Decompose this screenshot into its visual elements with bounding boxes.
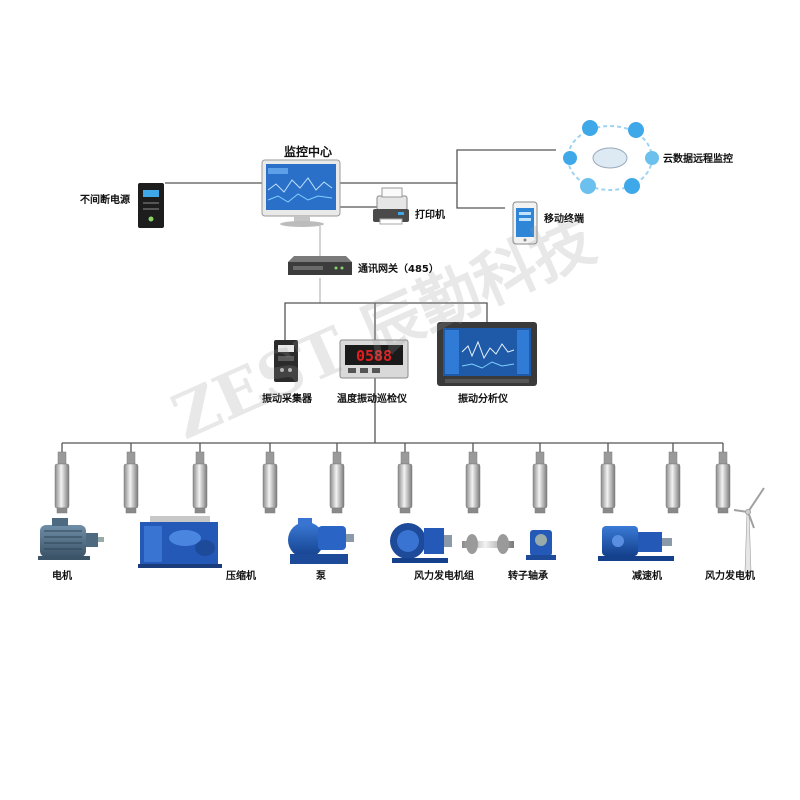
mobile-label: 移动终端	[544, 212, 584, 225]
instrument-label-inspector: 温度振动巡检仪	[337, 392, 408, 405]
analyzer-device	[437, 322, 537, 386]
sensor-2	[123, 451, 139, 514]
sensor-1	[54, 451, 70, 514]
mobile-device	[512, 201, 538, 245]
line-branch-mobile	[456, 183, 505, 209]
inspector-led-display: 0588	[356, 347, 392, 365]
wind-turbine-image	[733, 487, 765, 573]
sensor-5	[329, 451, 345, 514]
printer-device	[373, 187, 409, 225]
vibration-sensors	[54, 451, 731, 514]
collector-device	[274, 340, 298, 382]
wind-generator-set-image	[390, 523, 452, 563]
printer-label: 打印机	[415, 208, 445, 221]
monitoring-center-label: 监控中心	[284, 144, 332, 159]
connection-lines	[61, 149, 724, 452]
rotor-bearing-image	[462, 530, 556, 560]
equipment-label-reducer: 减速机	[632, 569, 662, 582]
sensor-10	[665, 451, 681, 514]
line-instrument-bus	[284, 302, 488, 340]
sensor-11	[715, 451, 731, 514]
watermark: ZEST 辰勤科技	[161, 203, 605, 454]
sensor-drops	[61, 443, 724, 452]
cloud-label: 云数据远程监控	[663, 152, 733, 165]
sensor-4	[262, 451, 278, 514]
equipment-label-wind-generator-set: 风力发电机组	[414, 569, 474, 582]
instrument-label-analyzer: 振动分析仪	[458, 392, 509, 405]
ups-label: 不间断电源	[80, 193, 130, 206]
motor-image	[38, 518, 104, 560]
ups-device	[138, 183, 164, 228]
equipment-label-wind-turbine: 风力发电机	[705, 569, 755, 582]
pump-image	[288, 518, 354, 564]
equipment-label-rotor-bearing: 转子轴承	[508, 569, 548, 582]
sensor-7	[465, 451, 481, 514]
instrument-label-collector: 振动采集器	[262, 392, 313, 405]
sensor-9	[600, 451, 616, 514]
sensor-8	[532, 451, 548, 514]
equipment-label-motor: 电机	[52, 569, 72, 582]
equipment-label-pump: 泵	[316, 570, 327, 582]
equipment-label-compressor: 压缩机	[226, 569, 256, 582]
monitoring-monitor	[261, 159, 341, 227]
sensor-3	[192, 451, 208, 514]
reducer-image	[598, 526, 674, 561]
compressor-image	[138, 516, 222, 568]
sensor-6	[397, 451, 413, 514]
gateway-device	[288, 256, 352, 275]
gateway-label: 通讯网关（485）	[358, 262, 439, 275]
cloud-diagram	[563, 120, 659, 194]
line-center-cloud-mobile	[340, 149, 556, 184]
inspector-device: 0588	[339, 339, 409, 379]
